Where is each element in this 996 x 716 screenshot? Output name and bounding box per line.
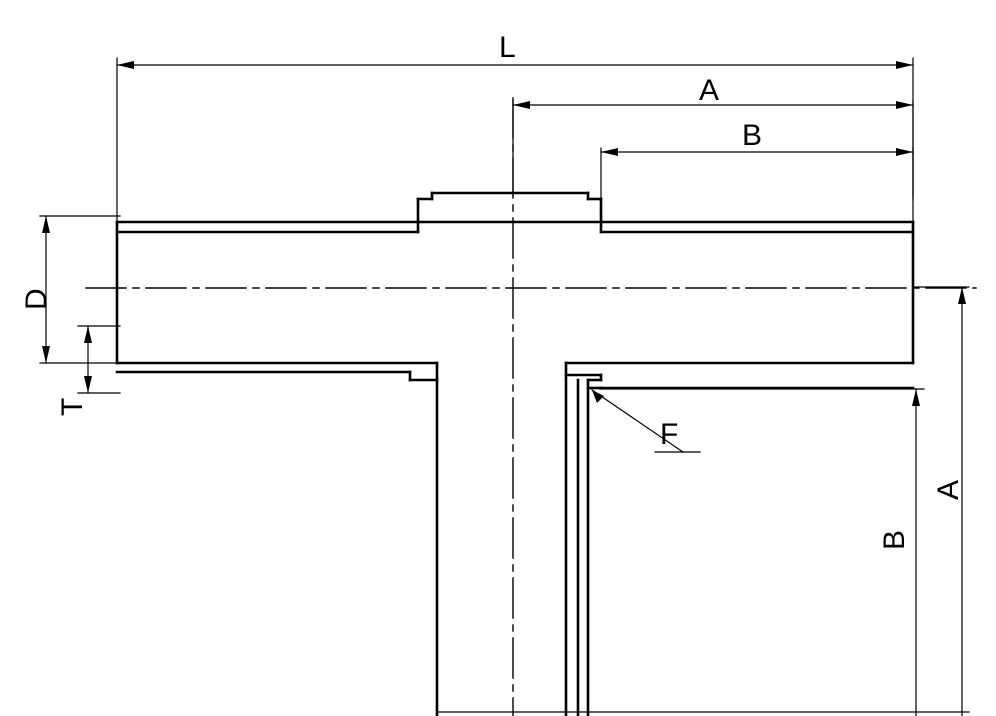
dimension-label-T: T [56,397,89,416]
dimension-label-A-top: A [699,74,720,107]
leader-line-F [591,389,684,453]
dimension-label-B-top: B [742,119,763,152]
dimension-label-A-branch: A [932,479,965,500]
dimension-arrowheads [42,61,966,406]
dimension-label-L: L [499,31,516,64]
dimension-label-B-branch: B [878,529,911,550]
centerlines [85,97,977,716]
tee-body-outline [115,191,915,716]
dimension-label-F: F [660,418,679,451]
dimension-label-D: D [20,288,53,310]
